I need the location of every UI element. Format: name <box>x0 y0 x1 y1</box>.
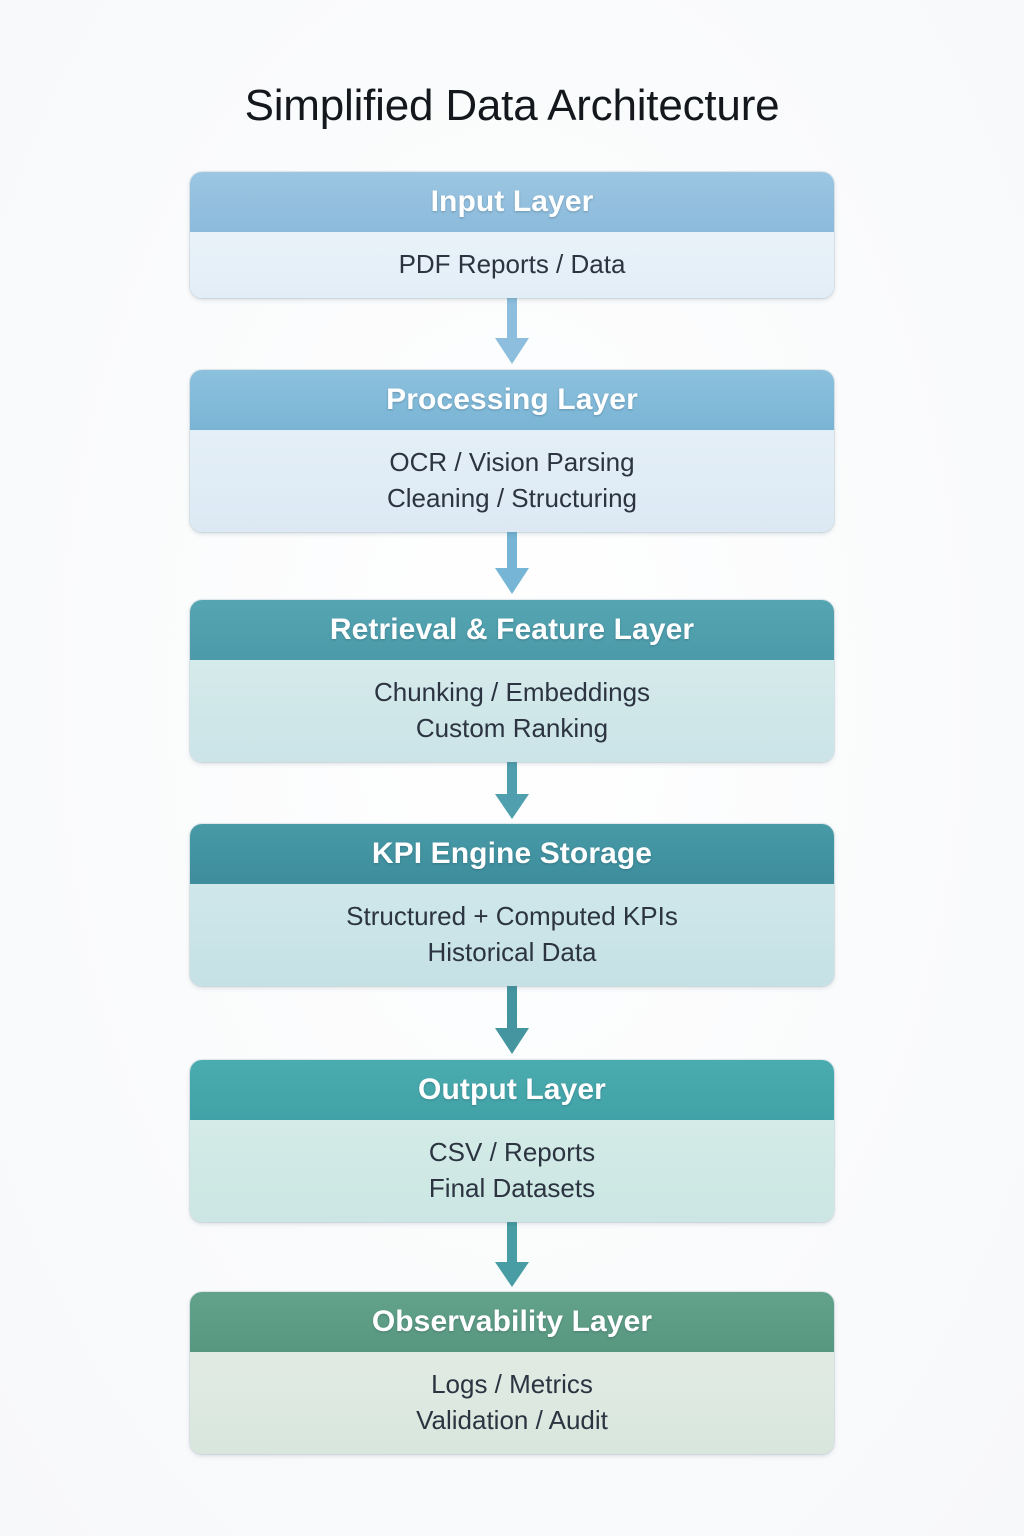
node-line: Cleaning / Structuring <box>386 483 638 513</box>
node-input-layer[interactable]: Input Layer PDF Reports / Data <box>190 172 834 298</box>
node-header-processing-layer: Processing Layer <box>190 370 834 430</box>
arrow-output-to-observability <box>190 1222 834 1292</box>
node-line: Final Datasets <box>428 1173 596 1203</box>
down-arrow-icon <box>495 762 529 819</box>
node-body-kpi-engine-storage: Structured + Computed KPIs Historical Da… <box>190 884 834 986</box>
node-header-output-layer: Output Layer <box>190 1060 834 1120</box>
node-header-kpi-engine-storage: KPI Engine Storage <box>190 824 834 884</box>
node-body-retrieval-feature-layer: Chunking / Embeddings Custom Ranking <box>190 660 834 762</box>
down-arrow-icon <box>495 532 529 594</box>
arrow-processing-to-retrieval <box>190 532 834 600</box>
node-line: Historical Data <box>427 937 597 967</box>
node-retrieval-feature-layer[interactable]: Retrieval & Feature Layer Chunking / Emb… <box>190 600 834 762</box>
node-line: Custom Ranking <box>415 713 609 743</box>
down-arrow-icon <box>495 298 529 364</box>
flow-container: Input Layer PDF Reports / Data Processin… <box>190 172 834 1454</box>
down-arrow-icon <box>495 986 529 1054</box>
node-header-observability-layer: Observability Layer <box>190 1292 834 1352</box>
node-kpi-engine-storage[interactable]: KPI Engine Storage Structured + Computed… <box>190 824 834 986</box>
node-body-output-layer: CSV / Reports Final Datasets <box>190 1120 834 1222</box>
node-line: PDF Reports / Data <box>398 249 626 279</box>
arrow-kpi-to-output <box>190 986 834 1060</box>
node-header-input-layer: Input Layer <box>190 172 834 232</box>
node-body-observability-layer: Logs / Metrics Validation / Audit <box>190 1352 834 1454</box>
node-line: Validation / Audit <box>416 1405 608 1435</box>
node-header-retrieval-feature-layer: Retrieval & Feature Layer <box>190 600 834 660</box>
node-line: CSV / Reports <box>428 1137 596 1167</box>
node-body-input-layer: PDF Reports / Data <box>190 232 834 298</box>
node-observability-layer[interactable]: Observability Layer Logs / Metrics Valid… <box>190 1292 834 1454</box>
arrow-input-to-processing <box>190 298 834 370</box>
down-arrow-icon <box>495 1222 529 1287</box>
node-processing-layer[interactable]: Processing Layer OCR / Vision Parsing Cl… <box>190 370 834 532</box>
node-output-layer[interactable]: Output Layer CSV / Reports Final Dataset… <box>190 1060 834 1222</box>
node-body-processing-layer: OCR / Vision Parsing Cleaning / Structur… <box>190 430 834 532</box>
node-line: OCR / Vision Parsing <box>389 447 635 477</box>
node-line: Chunking / Embeddings <box>373 677 651 707</box>
arrow-retrieval-to-kpi <box>190 762 834 824</box>
node-line: Structured + Computed KPIs <box>346 901 678 931</box>
page-title: Simplified Data Architecture <box>244 81 780 130</box>
node-line: Logs / Metrics <box>431 1369 593 1399</box>
